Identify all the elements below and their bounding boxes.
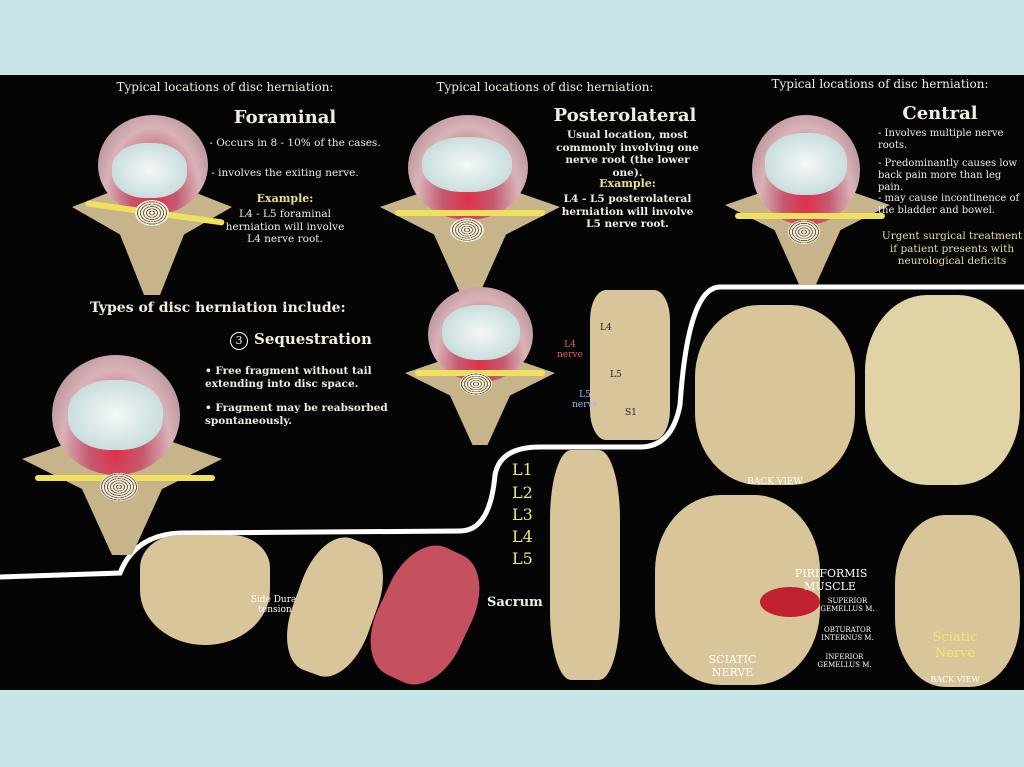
superior-gemellus-label: SUPERIOR GEMELLUS M. [820,597,875,613]
lumbar-side-illustration [590,290,670,440]
level-label: L5 [512,549,533,568]
foraminal-title: Foraminal [233,107,337,128]
divider-line [0,284,1024,580]
pelvis-back-illustration [695,305,855,485]
spinal-cord [450,218,484,242]
back-view-label: BACK VIEW [747,477,803,487]
foraminal-header: Typical locations of disc herniation: [116,80,334,94]
central-point: - Predominantly causes low back pain mor… [878,158,1018,193]
number-badge: 3 [230,332,248,350]
l5-nerve-label: L5 nerve [572,390,598,410]
posterolateral-header: Typical locations of disc herniation: [436,80,654,94]
piriformis-label: PIRIFORMIS MUSCLE [795,567,868,593]
sciatic-nerve-label: SCIATIC NERVE [708,653,757,679]
obturator-label: OBTURATOR INTERNUS M. [821,626,874,642]
l5-label: L5 [610,370,622,380]
lumbar-spine-illustration [550,450,620,680]
central-point: - may cause incontinence of the bladder … [878,193,1020,216]
spinal-cord [788,220,820,244]
piriformis-muscle [760,587,820,617]
sacrum-illustration [140,535,270,645]
posterolateral-title: Posterolateral [553,105,697,126]
spinal-cord [460,373,492,395]
nucleus [442,305,520,360]
level-label: L2 [512,483,533,502]
inferior-gemellus-label: INFERIOR GEMELLUS M. [817,653,872,669]
posterolateral-desc: Usual location, most commonly involving … [556,129,699,179]
spinal-cord [100,473,138,501]
back-view-label-2: BACK VIEW [930,675,980,684]
nerve-root [395,210,545,216]
level-label: L3 [512,505,533,524]
types-point: • Fragment may be reabsorbed spontaneous… [205,402,388,427]
nucleus [68,380,163,450]
l4-nerve-label: L4 nerve [557,340,583,360]
dural-tension-label: Side Dural tension [250,595,300,615]
foraminal-example-label: Example: [256,192,314,205]
central-header: Typical locations of disc herniation: [771,77,989,91]
sciatic-nerve-label-2: Sciatic Nerve [932,630,978,661]
level-label: L1 [512,460,533,479]
level-label: L4 [512,527,533,546]
central-point: - Involves multiple nerve roots. [878,128,1004,151]
central-title: Central [902,103,978,124]
sacrum-label: Sacrum [487,595,543,610]
posterolateral-example: L4 - L5 posterolateral herniation will i… [561,193,694,231]
types-point: • Free fragment without tail extending i… [205,365,372,390]
spinal-cord [135,200,169,226]
slide: Typical locations of disc herniation: Fo… [0,75,1024,690]
types-header: Types of disc herniation include: [90,300,346,316]
foraminal-example: L4 - L5 foraminal herniation will involv… [225,208,345,246]
nerve-root [735,213,885,219]
nucleus [422,137,512,192]
s1-label: S1 [625,408,637,418]
central-urgent: Urgent surgical treatment if patient pre… [881,230,1023,268]
foraminal-point: - involves the exiting nerve. [211,167,359,179]
hip-closeup-illustration [865,295,1020,485]
pelvis-sciatic-illustration [895,515,1020,687]
posterolateral-example-label: Example: [599,177,656,190]
types-title: Sequestration [254,330,372,348]
l4-label: L4 [600,323,612,333]
foraminal-point: - Occurs in 8 - 10% of the cases. [209,137,381,149]
nucleus [765,133,847,195]
nucleus [112,143,187,198]
